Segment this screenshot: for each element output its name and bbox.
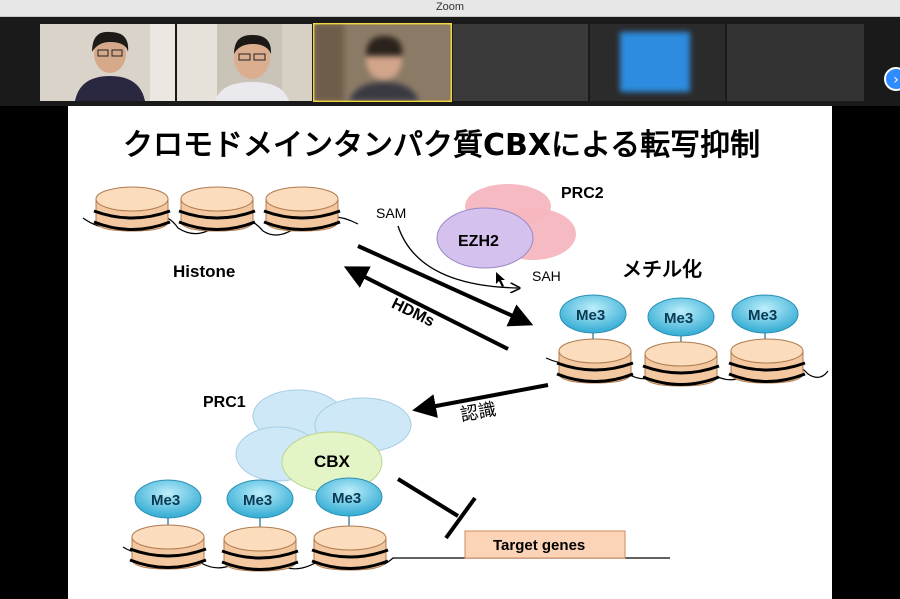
label-methylation: メチル化 <box>622 257 702 281</box>
label-sah: SAH <box>532 268 561 284</box>
window-titlebar: Zoom <box>0 0 900 17</box>
sam-sah-curve-arrow <box>397 225 518 288</box>
histone-row-unmethylated <box>82 185 359 236</box>
participant-1-avatar <box>40 24 175 101</box>
nucleosome <box>177 185 257 233</box>
nucleosome <box>727 337 807 385</box>
me3-label: Me3 <box>576 307 605 324</box>
label-recognition: 認識 <box>459 399 498 426</box>
inhibition-line <box>396 477 460 518</box>
nucleosome <box>128 523 208 571</box>
participant-video-3[interactable] <box>313 23 452 102</box>
nucleosome <box>220 525 300 573</box>
me3-label: Me3 <box>664 310 693 327</box>
me3-label: Me3 <box>332 490 361 507</box>
me3-label: Me3 <box>151 492 180 509</box>
slide-title: クロモドメインタンパク質CBXによる転写抑制 <box>123 128 760 163</box>
nucleosome <box>555 337 635 385</box>
prc2-complex <box>436 184 576 269</box>
label-cbx: CBX <box>314 452 351 471</box>
participant-video-1[interactable] <box>40 24 175 101</box>
participant-strip: › <box>0 17 900 106</box>
inhibition-bar <box>444 496 477 540</box>
me3-label: Me3 <box>243 492 272 509</box>
label-prc2: PRC2 <box>561 185 604 202</box>
window-title: Zoom <box>435 1 465 13</box>
participant-video-4[interactable] <box>453 24 588 101</box>
histone-row-bound <box>122 477 670 573</box>
screen-share: クロモドメインタンパク質CBXによる転写抑制 Histone EZH2 PRC2… <box>0 106 900 599</box>
label-ezh2: EZH2 <box>458 233 499 250</box>
label-sam: SAM <box>376 205 406 221</box>
prc1-complex <box>235 389 412 493</box>
nucleosome <box>262 185 342 233</box>
target-genes-box <box>464 530 626 559</box>
participant-video-5[interactable] <box>590 24 725 101</box>
participant-2-avatar <box>177 24 312 101</box>
slide: クロモドメインタンパク質CBXによる転写抑制 Histone EZH2 PRC2… <box>68 106 832 599</box>
participant-3-avatar <box>314 24 451 101</box>
nucleosome <box>641 340 721 388</box>
cursor-icon <box>496 272 505 287</box>
nucleosome <box>92 185 172 233</box>
methylation-arrow <box>357 244 534 327</box>
label-target-genes: Target genes <box>493 537 585 554</box>
participant-5-avatar <box>620 32 690 92</box>
chevron-right-icon[interactable]: › <box>884 67 900 91</box>
participant-video-6[interactable] <box>727 24 864 101</box>
histone-row-methylated <box>545 294 829 388</box>
me3-label: Me3 <box>748 307 777 324</box>
recognition-arrow <box>412 383 549 418</box>
participant-video-2[interactable] <box>177 24 312 101</box>
demethylation-arrow <box>343 266 509 351</box>
label-histone: Histone <box>173 262 235 281</box>
label-prc1: PRC1 <box>203 394 246 411</box>
slide-diagram: クロモドメインタンパク質CBXによる転写抑制 Histone EZH2 PRC2… <box>82 128 829 573</box>
nucleosome <box>310 524 390 572</box>
